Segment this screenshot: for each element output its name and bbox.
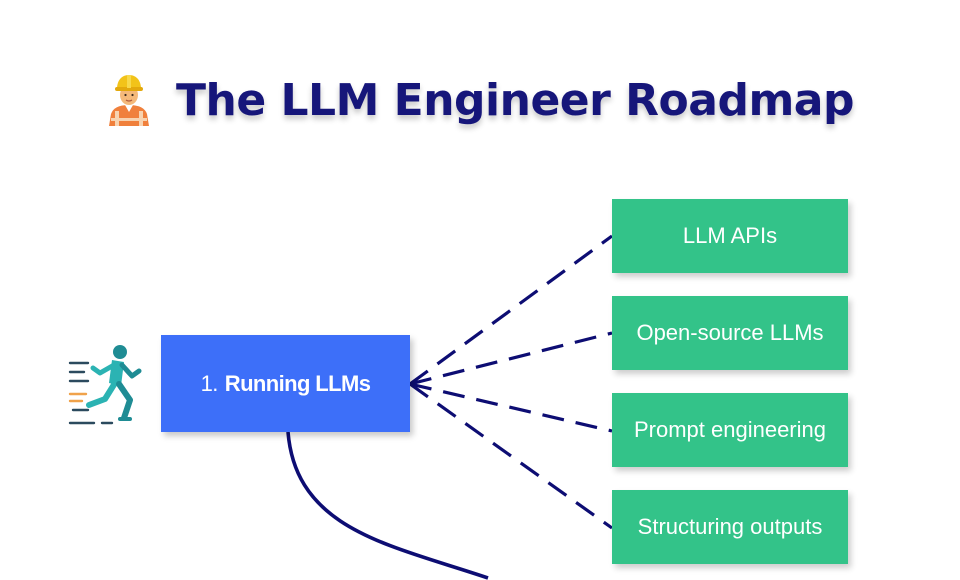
dashed-connector-prompt-engineering <box>409 382 613 433</box>
title-text: The LLM Engineer Roadmap <box>176 74 855 126</box>
main-node-number: 1. <box>200 370 219 396</box>
solid-connector-next-section <box>286 431 489 580</box>
dashed-connector-open-source-llms <box>409 331 613 386</box>
running-person-icon <box>68 345 142 425</box>
sub-node-structuring-outputs[interactable]: Structuring outputs <box>612 490 848 564</box>
main-node-label: Running LLMs <box>224 370 371 396</box>
sub-node-prompt-engineering[interactable]: Prompt engineering <box>612 393 848 467</box>
sub-node-llm-apis[interactable]: LLM APIs <box>612 199 848 273</box>
sub-node-open-source-llms[interactable]: Open-source LLMs <box>612 296 848 370</box>
main-node-running-llms[interactable]: 1. Running LLMs <box>161 335 410 432</box>
page-title: The LLM Engineer Roadmap <box>0 68 960 132</box>
dashed-connector-llm-apis <box>409 234 613 386</box>
construction-worker-icon <box>109 75 149 126</box>
dashed-connector-structuring-outputs <box>409 382 613 530</box>
